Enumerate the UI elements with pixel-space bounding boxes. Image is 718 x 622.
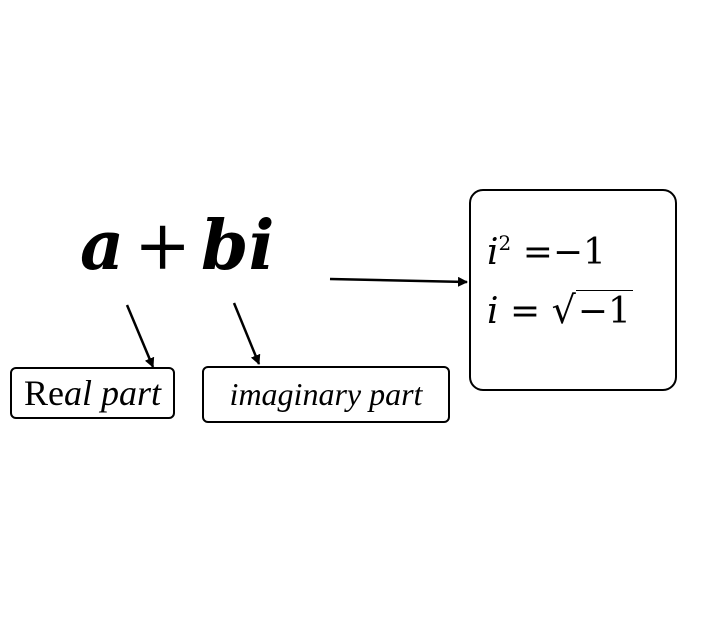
arrow-bi-to-imaginary — [232, 302, 261, 365]
identity2-var: i — [487, 291, 499, 332]
identity1-var: i — [487, 232, 499, 273]
imaginary-term-bi: bi — [201, 206, 275, 286]
identity2-equals: = — [498, 291, 552, 332]
complex-expression: a+bi — [80, 212, 274, 281]
real-symbol-a: a — [80, 206, 125, 286]
arrow-i-to-identities — [329, 276, 468, 287]
i-sqrt-identity: i = √−1 — [487, 288, 633, 332]
identities-box: i2 =−1 i = √−1 — [469, 189, 677, 391]
real-label-prefix: Re — [23, 373, 64, 413]
imaginary-label-text: imaginary part — [229, 376, 423, 412]
real-label-suffix: al part — [63, 373, 161, 413]
identity2-radicand: −1 — [575, 290, 633, 332]
identity1-rest: =−1 — [511, 232, 606, 273]
imaginary-part-label: imaginary part — [202, 366, 450, 423]
identity1-exponent: 2 — [498, 231, 512, 255]
arrow-a-to-real — [125, 304, 155, 368]
plus-sign: + — [134, 207, 192, 286]
radical-sign-icon: √ — [551, 288, 576, 332]
i-squared-identity: i2 =−1 — [487, 233, 606, 271]
